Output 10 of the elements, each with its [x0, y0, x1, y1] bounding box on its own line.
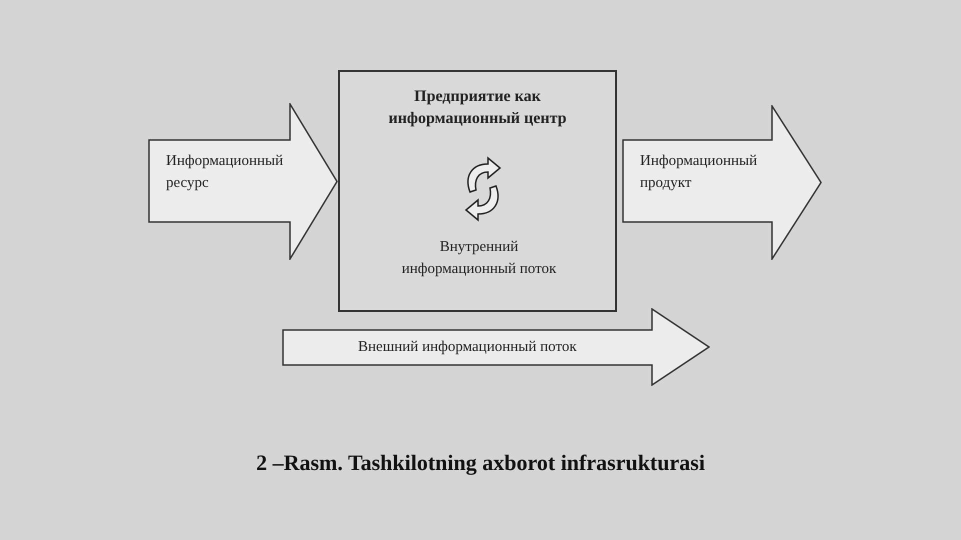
figure-caption: 2 –Rasm. Tashkilotning axborot infrasrukturasi [255, 450, 706, 476]
box-label: Внутренний информационный поток [400, 238, 558, 279]
block-arrow [282, 308, 710, 386]
arrow-label: Информационный ресурс [166, 152, 284, 193]
box-heading: Предприятие как информационный центр [387, 87, 568, 129]
block-arrow [148, 103, 338, 260]
block-arrow [622, 105, 822, 260]
arrow-label: Внешний информационный поток [358, 338, 578, 357]
arrow-label: Информационный продукт [640, 152, 758, 193]
process-box [338, 70, 617, 312]
